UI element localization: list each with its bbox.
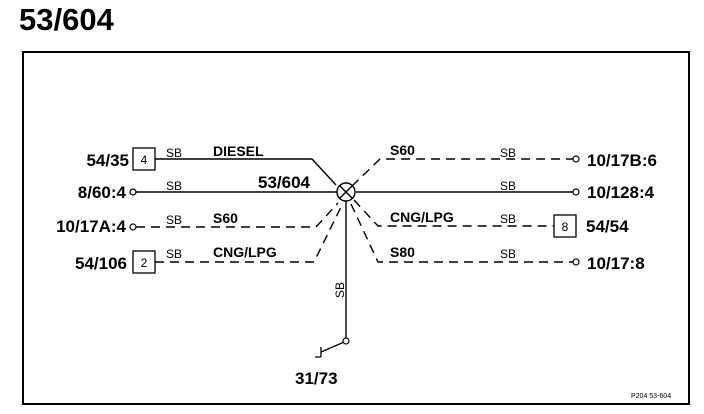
pin-box-8 [553, 214, 577, 238]
wire-color-sb: SB [500, 212, 516, 226]
wire-color-sb: SB [500, 179, 516, 193]
diagram-frame [22, 51, 690, 405]
page-title: 53/604 [19, 2, 114, 37]
wire-color-sb: SB [500, 146, 516, 160]
pin-number-8: 8 [562, 220, 569, 234]
connector-10-128-4: 10/128:4 [587, 183, 655, 202]
connector-54-35: 54/35 [86, 151, 129, 170]
wire-cng-lpg-left [155, 204, 343, 263]
splice-label: 53/604 [258, 173, 311, 192]
terminal-8-60-4 [129, 188, 137, 196]
wire-color-sb: SB [166, 247, 182, 261]
connector-10-17b-6: 10/17B:6 [587, 151, 657, 170]
connector-54-54: 54/54 [586, 217, 629, 236]
wire-label-s60-left: S60 [213, 210, 238, 226]
ground-symbol-icon [315, 337, 350, 358]
wire-label-s60-right: S60 [390, 142, 415, 158]
terminal-10-17b-6 [572, 155, 580, 163]
figure-code: P204 53-604 [631, 393, 671, 400]
connector-8-60-4: 8/60:4 [78, 183, 127, 202]
terminal-10-128-4 [572, 188, 580, 196]
wire-s60-right [351, 158, 573, 187]
wire-cng-lpg-right [353, 199, 554, 227]
wire-s80-right [350, 203, 573, 263]
wire-label-cng-lpg-left: CNG/LPG [213, 244, 277, 260]
wire-label-s80: S80 [390, 244, 415, 260]
wire-color-sb: SB [166, 179, 182, 193]
pin-number-2: 2 [141, 256, 148, 270]
wire-color-sb-vertical: SB [333, 282, 347, 298]
connector-54-106: 54/106 [75, 254, 127, 273]
splice-icon [336, 182, 356, 202]
pin-number-4: 4 [141, 153, 148, 167]
wire-label-cng-lpg-right: CNG/LPG [390, 209, 454, 225]
wire-label-diesel: DIESEL [213, 143, 264, 159]
ground-label: 31/73 [295, 369, 338, 388]
wire-color-sb: SB [166, 213, 182, 227]
wire-color-sb: SB [500, 247, 516, 261]
terminal-10-17-8 [572, 258, 580, 266]
wire-s60-left [136, 202, 339, 228]
connector-10-17a-4: 10/17A:4 [56, 217, 126, 236]
connector-10-17-8: 10/17:8 [587, 254, 645, 273]
wire-color-sb: SB [166, 146, 182, 160]
terminal-10-17a-4 [129, 223, 137, 231]
wire-diesel [155, 158, 337, 186]
